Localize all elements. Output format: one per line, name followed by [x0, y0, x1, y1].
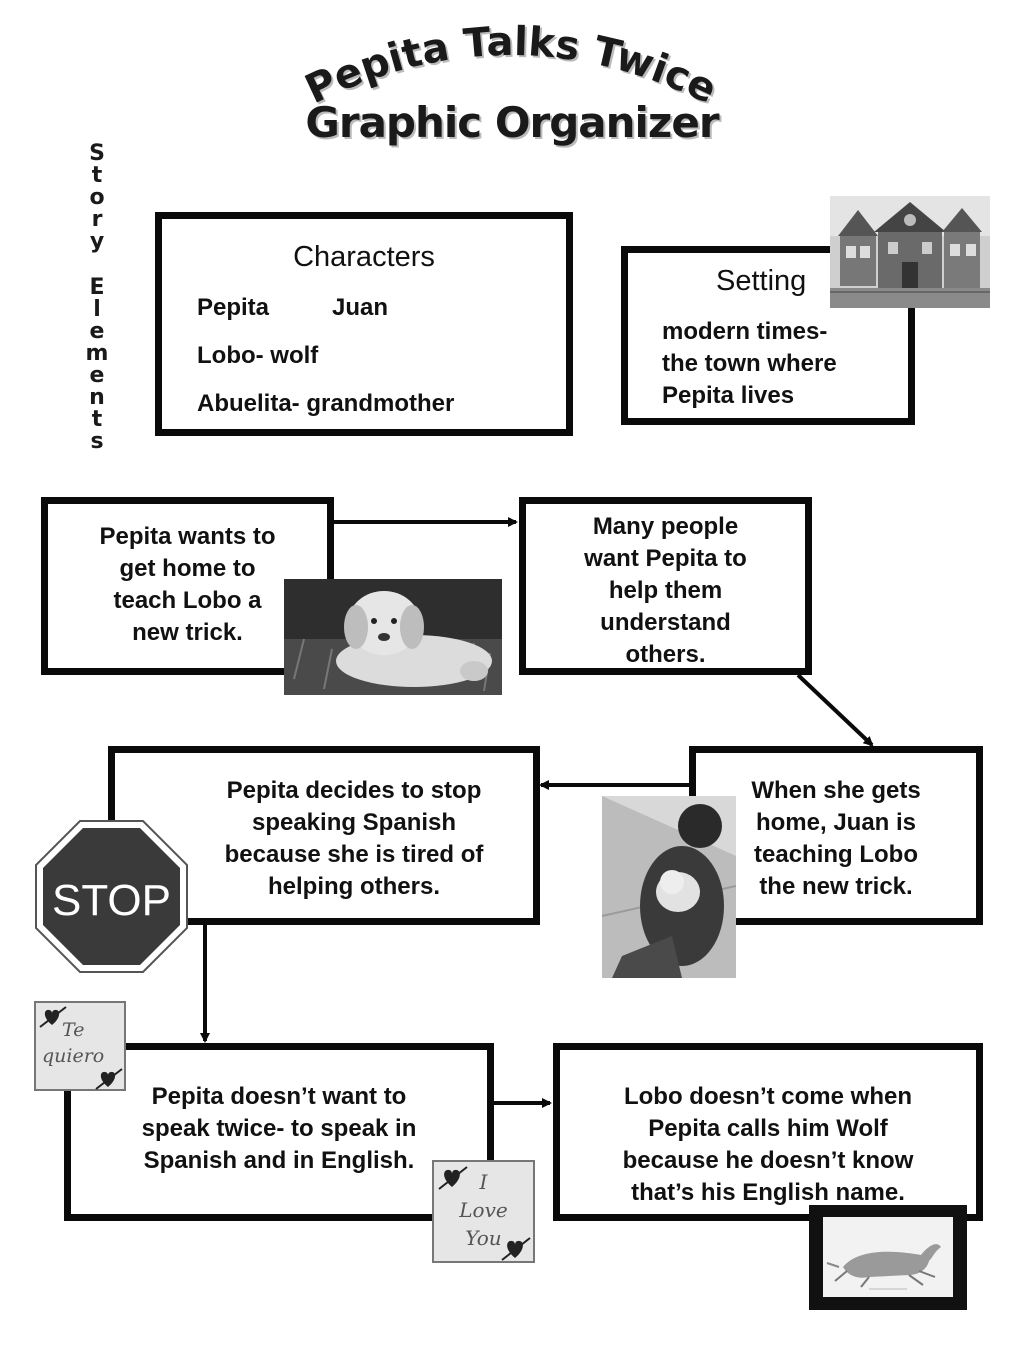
characters-box: Characters Pepita Juan Lobo- wolf Abueli… [155, 212, 573, 436]
stop-sign-label: STOP [52, 876, 171, 925]
setting-heading: Setting [716, 265, 807, 297]
title-line2: Graphic Organizer [305, 98, 719, 147]
character-pepita: Pepita [197, 294, 270, 321]
character-juan: Juan [332, 294, 389, 321]
stop-sign-icon: STOP [35, 820, 188, 973]
puppy-photo [284, 579, 502, 695]
heart-arrow-icon [501, 1237, 531, 1261]
dog-drawing [809, 1205, 967, 1310]
heart-arrow-icon [39, 1006, 67, 1028]
setting-line-3: Pepita lives [662, 382, 795, 409]
house-illustration [830, 196, 990, 308]
i-love-you-card: I Love You [432, 1160, 535, 1263]
setting-line-2: the town where [662, 350, 837, 377]
boy-with-puppy-photo [602, 796, 736, 978]
setting-line-1: modern times- [662, 318, 828, 345]
arrow-2-to-3 [796, 673, 874, 747]
characters-heading: Characters [293, 241, 435, 273]
heart-arrow-icon [438, 1166, 468, 1190]
title-line1: Pepita Talks Twice Pepita Talks Twice [298, 20, 725, 110]
te-quiero-card: Te quiero [34, 1001, 126, 1091]
character-abuelita: Abuelita- grandmother [197, 390, 455, 417]
heart-arrow-icon [95, 1068, 123, 1090]
character-lobo: Lobo- wolf [197, 342, 319, 369]
